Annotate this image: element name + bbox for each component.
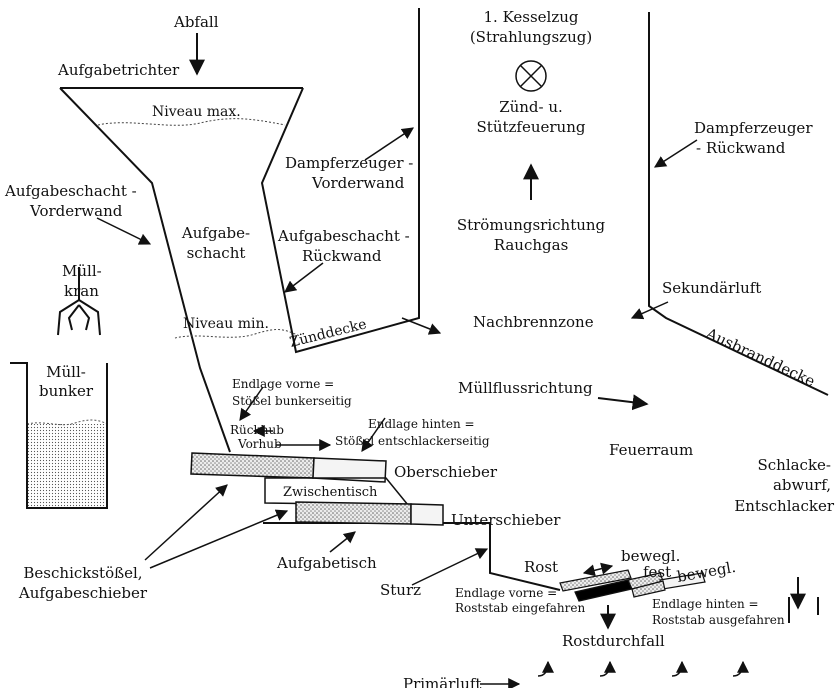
label-aufgabeschacht: Aufgabe- — [181, 224, 250, 242]
crane-claw — [57, 267, 101, 336]
grate-bar-moving-2-shade — [631, 580, 666, 598]
label-kesselzug: 1. Kesselzug — [484, 8, 579, 26]
label-muellbunker: Müll- — [46, 363, 86, 381]
label-aufgabetrichter: Aufgabetrichter — [57, 61, 180, 79]
label-rostdurchfall: Rostdurchfall — [562, 632, 665, 650]
label-niveau-min: Niveau min. — [183, 316, 269, 332]
label-ausbranddecke: Ausbranddecke — [702, 324, 818, 391]
lower-ram — [295, 501, 444, 526]
label-muellflussrichtung: Müllflussrichtung — [458, 379, 593, 397]
aufgabetisch-arrow — [329, 531, 356, 553]
primary-air-curl-4 — [732, 660, 749, 677]
lower-ram-light — [410, 503, 444, 526]
label-unterschieber: Unterschieber — [451, 511, 561, 529]
waste-bunker — [10, 362, 108, 509]
hopper-back-wall — [260, 8, 420, 354]
label-entschlacker: Entschlacker — [734, 497, 835, 515]
label-sekundaerluft: Sekundärluft — [662, 279, 761, 297]
label-stoessel-entschlackerseitig: Stößel entschlackerseitig — [335, 434, 490, 448]
label-dampferzeuger-vorder: Dampferzeuger - — [285, 154, 413, 172]
label-kran: kran — [64, 282, 99, 300]
label-rauchgas: Rauchgas — [494, 236, 569, 254]
label-strahlungszug: (Strahlungszug) — [470, 28, 592, 46]
label-nachbrennzone: Nachbrennzone — [473, 313, 594, 331]
label-aufgabeschieber: Aufgabeschieber — [18, 584, 148, 602]
secondary-air-arrow — [630, 301, 669, 320]
label-bunker: bunker — [39, 382, 94, 400]
burner-symbol — [515, 60, 547, 92]
bewegl-double-arrow — [582, 562, 614, 577]
label-primaerluft: Primärluft — [403, 675, 481, 688]
label-stoessel-bunkerseitig: Stößel bunkerseitig — [232, 394, 352, 408]
primary-air-curl-2 — [599, 660, 616, 677]
shaft-back-wall-arrow — [284, 262, 324, 293]
label-endlage-hinten: Endlage hinten = — [368, 417, 475, 431]
label-rost: Rost — [524, 558, 558, 576]
beschick-arrow-2 — [149, 509, 289, 569]
lower-ram-shaded — [295, 501, 412, 525]
beschick-arrow-1 — [144, 484, 228, 561]
label-rueckhub: Rückhub — [230, 423, 284, 437]
front-wall-arrow — [364, 127, 414, 161]
shaft-front-wall-arrow — [96, 217, 152, 245]
label-stroemungsrichtung: Strömungsrichtung — [457, 216, 606, 234]
label-endlage-vorne: Endlage vorne = — [232, 377, 334, 391]
label-aufgabeschacht-rueck: Aufgabeschacht - — [277, 227, 410, 245]
label-abwurf: abwurf, — [773, 476, 831, 494]
level-max-line — [97, 118, 286, 126]
label-aufgabeschacht-vorderwand: Vorderwand — [29, 202, 123, 220]
primary-air-curl-1 — [537, 660, 554, 677]
label-rost-endlage-vorne: Endlage vorne = — [455, 586, 557, 600]
label-rost-endlage-hinten: Endlage hinten = — [652, 597, 759, 611]
label-fest: fest — [643, 563, 671, 581]
label-schlacke: Schlacke- — [757, 456, 831, 474]
label-zuend: Zünd- u. — [499, 98, 563, 116]
upper-ram-light — [312, 457, 387, 483]
sturz-arrow — [411, 548, 489, 586]
label-oberschieber: Oberschieber — [394, 463, 498, 481]
label-bewegl-2: bewegl. — [676, 558, 738, 586]
upper-ram-shaded — [190, 452, 315, 479]
zuenddecke-arrow — [401, 317, 442, 335]
label-bewegl-1: bewegl. — [621, 547, 680, 565]
bunker-waste-fill — [27, 424, 107, 508]
bunker-waste-surface — [26, 419, 108, 426]
primary-air-curl-3 — [671, 660, 688, 677]
label-feuerraum: Feuerraum — [609, 441, 693, 459]
label-vorhub: Vorhub — [237, 437, 282, 451]
label-roststab-eingefahren: Roststab eingefahren — [455, 601, 585, 615]
hopper-shaft-outline — [59, 8, 420, 453]
rear-wall-arrow — [653, 139, 698, 168]
label-aufgabeschacht-vorder: Aufgabeschacht - — [4, 182, 137, 200]
label-aufgabetisch: Aufgabetisch — [276, 554, 377, 572]
labels: Abfall Aufgabetrichter Niveau max. Nivea… — [4, 8, 835, 688]
label-stuetzfeuerung: Stützfeuerung — [477, 118, 586, 136]
label-schacht: schacht — [187, 244, 246, 262]
label-zwischentisch: Zwischentisch — [283, 485, 378, 500]
label-zuenddecke: Zünddecke — [288, 316, 368, 351]
label-aufgabeschacht-rueckwand: Rückwand — [302, 247, 382, 265]
hopper-front-wall — [59, 87, 231, 453]
endlage-vorne-arrow — [239, 386, 264, 421]
arrows — [96, 33, 806, 688]
label-beschickstoessel: Beschickstößel, — [23, 564, 142, 582]
label-roststab-ausgefahren: Roststab ausgefahren — [652, 613, 785, 627]
label-dampferzeuger-rueck: Dampferzeuger — [694, 119, 813, 137]
label-vorderwand: Vorderwand — [311, 174, 405, 192]
label-muell: Müll- — [62, 262, 102, 280]
boiler-rear-wall — [648, 12, 829, 396]
label-rueckwand: - Rückwand — [696, 139, 786, 157]
endlage-hinten-arrow — [361, 417, 386, 452]
label-abfall: Abfall — [173, 13, 219, 31]
label-niveau-max: Niveau max. — [152, 104, 241, 120]
level-min-line — [174, 329, 301, 339]
grate-bars — [559, 569, 706, 602]
bunker-outline — [10, 362, 108, 509]
waste-flow-arrow — [597, 394, 649, 411]
label-sturz: Sturz — [380, 581, 421, 599]
